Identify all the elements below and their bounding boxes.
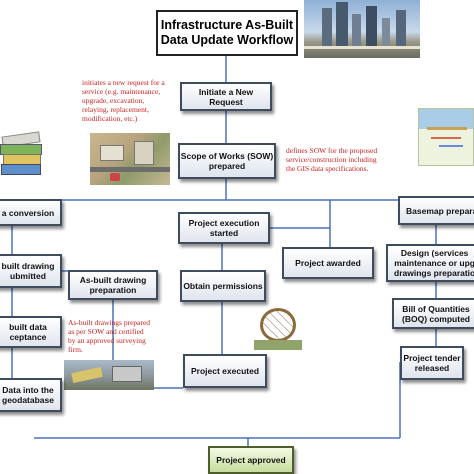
box-project-executed: Project executed bbox=[183, 354, 267, 388]
note-sow-definition: defines SOW for the proposed service/con… bbox=[286, 146, 378, 173]
box-execution-started: Project execution started bbox=[178, 212, 270, 244]
note-asbuilt-drawings: As-built drawings prepared as per SOW an… bbox=[68, 318, 151, 354]
box-scope-of-works: Scope of Works (SOW) prepared bbox=[178, 143, 276, 179]
box-drawing-submitted: built drawing ubmitted bbox=[0, 254, 62, 288]
box-obtain-permissions: Obtain permissions bbox=[180, 270, 266, 302]
box-project-awarded: Project awarded bbox=[282, 247, 374, 279]
box-data-acceptance: built data ceptance bbox=[0, 316, 62, 348]
box-design: Design (services maintenance or upg draw… bbox=[386, 244, 474, 282]
box-initiate-request: Initiate a New Request bbox=[180, 82, 272, 111]
box-basemap-preparation: Basemap prepara bbox=[398, 196, 474, 225]
survey-dome-photo bbox=[254, 306, 302, 350]
box-bill-of-quantities: Bill of Quantities (BOQ) computed bbox=[392, 298, 474, 329]
construction-site-photo bbox=[64, 360, 154, 390]
documents-stack-image bbox=[0, 128, 42, 178]
coastline-map-image bbox=[418, 108, 474, 166]
box-asbuilt-preparation: As-built drawing preparation bbox=[68, 270, 158, 300]
box-geodatabase: Data into the geodatabase bbox=[0, 378, 62, 412]
site-aerial-photo bbox=[90, 133, 170, 185]
box-tender-released: Project tender released bbox=[400, 346, 464, 380]
box-data-conversion: a conversion bbox=[0, 199, 62, 226]
box-project-approved: Project approved bbox=[208, 446, 294, 474]
city-skyline-photo bbox=[304, 0, 420, 58]
note-initiate-request: initiates a new request for a service (e… bbox=[82, 78, 165, 123]
diagram-title: Infrastructure As-Built Data Update Work… bbox=[156, 10, 298, 56]
